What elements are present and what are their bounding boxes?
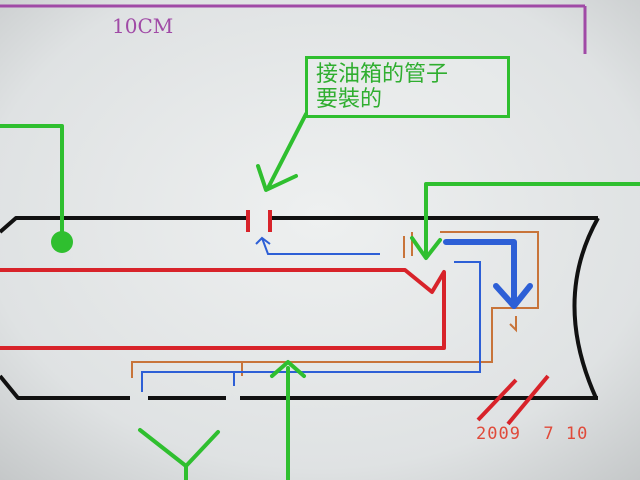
housing-top-edge <box>0 216 248 234</box>
note-pointer-line <box>266 112 308 190</box>
break-mark-1 <box>476 378 518 422</box>
bottom-pointer-head <box>270 360 306 378</box>
note-box: 接油箱的管子 要裝的 <box>305 56 510 118</box>
right-pointer-head <box>410 236 442 260</box>
orange-lines <box>131 231 539 378</box>
dimension-line <box>0 4 587 54</box>
right-pointer-line <box>424 182 640 256</box>
housing-right-end <box>572 217 600 399</box>
note-line-1: 接油箱的管子 <box>316 62 449 87</box>
note-line-2: 要裝的 <box>316 87 383 112</box>
green-dot-marker <box>51 231 73 253</box>
left-bracket-line <box>0 124 64 240</box>
housing-outline <box>0 216 600 400</box>
red-pipe <box>0 210 550 426</box>
date-stamp: 2009 7 10 <box>476 424 589 444</box>
blue-flow-arrow <box>443 239 533 309</box>
blue-lines <box>141 236 481 392</box>
housing-bottom-edge-left <box>0 374 130 400</box>
break-mark-2 <box>506 374 550 426</box>
green-annotations <box>0 112 640 480</box>
scale-label: 10CM <box>112 14 174 38</box>
note-pointer-head <box>256 164 298 192</box>
